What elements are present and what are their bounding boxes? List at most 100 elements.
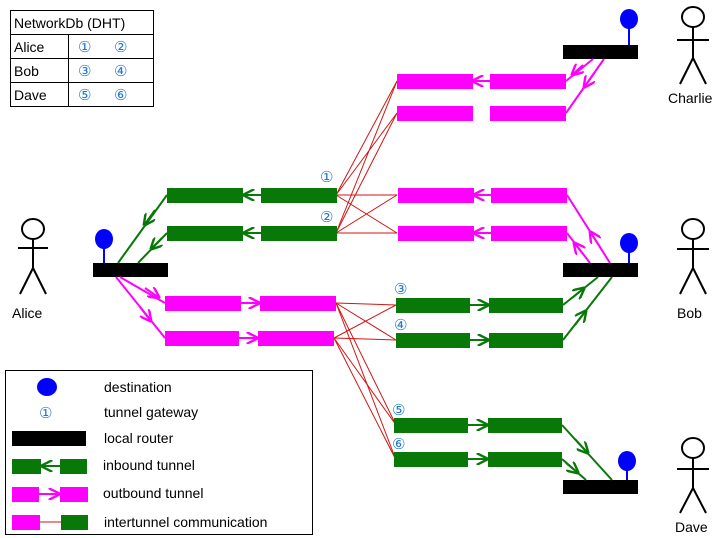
netdb-row-gateway: ⑤ <box>78 87 91 104</box>
outbound-tunnel-link <box>566 194 611 264</box>
outbound-tunnel-hop <box>397 106 473 121</box>
outbound-tunnel-hop <box>491 188 567 203</box>
dave-inbound-tunnels <box>394 418 613 481</box>
bob-inbound-tunnels <box>396 276 613 348</box>
netdb-row-gateway: ⑥ <box>114 87 127 104</box>
intertunnel-link <box>335 302 397 426</box>
legend-gateway-label: tunnel gateway <box>104 404 198 420</box>
destination-icon <box>37 378 57 396</box>
gateway-label: ⑤ <box>392 402 405 419</box>
netdb-row-gateway: ② <box>114 39 127 56</box>
person-leg <box>692 267 707 295</box>
destination-icon <box>620 9 638 29</box>
inbound-tunnel-arrow <box>152 238 162 248</box>
outbound-tunnel-hop <box>165 296 241 311</box>
outbound-tunnel-link <box>565 58 594 82</box>
bob-outbound-tunnels <box>398 188 611 264</box>
destination-icon <box>95 229 113 249</box>
outbound-tunnel-arrow <box>139 306 150 320</box>
person-leg <box>679 267 694 295</box>
person-leg <box>692 57 707 85</box>
person-head <box>21 218 45 240</box>
netdb-row-gateway: ③ <box>78 63 91 80</box>
inbound-tunnel-hop <box>489 333 563 348</box>
person-leg <box>19 267 34 295</box>
legend: destination ① tunnel gateway local route… <box>5 370 313 535</box>
inbound-tunnel-hop <box>261 188 337 203</box>
inbound-tunnel-link <box>117 194 168 264</box>
person-leg <box>692 487 707 514</box>
outbound-tunnel-arrow <box>573 65 583 74</box>
outbound-tunnel-hop <box>398 226 474 241</box>
person-head <box>681 6 705 28</box>
outbound-tunnel-hop <box>165 331 239 346</box>
destination-icon <box>620 233 638 253</box>
inbound-tunnel-hop <box>167 188 243 203</box>
intertunnel-link <box>335 80 398 234</box>
bob-figure <box>677 218 709 295</box>
legend-inbound-label: inbound tunnel <box>103 457 195 473</box>
person-head <box>681 437 705 459</box>
gateway-label: ② <box>320 209 333 226</box>
outbound-tunnel-hop <box>490 74 566 89</box>
intertunnel-outbound-icon <box>12 515 40 530</box>
person-leg <box>679 487 694 514</box>
alice-label: Alice <box>12 305 43 321</box>
local-router <box>93 263 168 277</box>
outbound-tunnel-hop <box>258 331 334 346</box>
dave-label: Dave <box>675 519 708 535</box>
inbound-tunnel-hop <box>167 226 243 241</box>
local-router <box>563 45 638 59</box>
bob-node <box>563 233 638 277</box>
inbound-tunnel-hop <box>396 298 470 313</box>
intertunnel-inbound-icon <box>61 515 88 530</box>
inbound-tunnel-link <box>561 424 613 481</box>
inbound-tunnel-arrow <box>571 289 583 298</box>
alice-inbound-tunnels <box>117 188 337 264</box>
person-leg <box>679 57 694 85</box>
legend-outbound-label: outbound tunnel <box>103 485 203 501</box>
gateway-label: ① <box>320 169 333 186</box>
inbound-tunnel-arrow <box>145 209 156 224</box>
dave-node <box>563 451 638 494</box>
netdb-table: NetworkDb (DHT) Alice ① ② Bob ③ ④ Dave ⑤… <box>10 10 154 107</box>
alice-outbound-tunnels <box>115 276 336 346</box>
intertunnel-link <box>333 337 397 426</box>
inbound-tunnel-arrow <box>574 312 585 326</box>
outbound-tunnel-hop <box>260 296 336 311</box>
outbound-tunnel-arrow <box>585 71 596 86</box>
intertunnel-links <box>333 80 398 461</box>
intertunnel-link <box>333 337 397 341</box>
gateway-label: ⑥ <box>392 436 405 453</box>
inbound-tunnel-hop <box>396 333 470 348</box>
alice-figure <box>18 218 48 295</box>
intertunnel-link <box>335 302 397 461</box>
inbound-tunnel-icon <box>60 459 87 474</box>
outbound-tunnel-hop <box>398 188 474 203</box>
outbound-tunnel-arrow <box>591 233 600 248</box>
outbound-tunnel-arrow <box>144 288 158 297</box>
outbound-tunnel-hop <box>490 106 566 121</box>
gateway-label: ④ <box>394 317 407 334</box>
inbound-tunnel-icon <box>12 459 41 474</box>
intertunnel-link <box>335 80 398 196</box>
intertunnel-link <box>335 112 398 196</box>
charlie-label: Charlie <box>668 90 713 106</box>
netdb-row-gateway: ① <box>78 39 91 56</box>
outbound-tunnel-hop <box>491 226 567 241</box>
intertunnel-link <box>333 304 397 339</box>
inbound-tunnel-hop <box>488 452 562 467</box>
charlie-outbound-tunnels <box>397 58 605 121</box>
netdb-row-name: Bob <box>14 63 39 79</box>
alice-node <box>93 229 168 277</box>
intertunnel-link <box>335 112 398 234</box>
legend-intertunnel-label: intertunnel communication <box>104 514 267 530</box>
netdb-title: NetworkDb (DHT) <box>14 15 125 31</box>
outbound-tunnel-arrow <box>575 244 583 254</box>
tunnel-gateway-icon: ① <box>39 405 52 422</box>
intertunnel-link <box>335 302 397 306</box>
inbound-tunnel-hop <box>394 452 468 467</box>
intertunnel-link <box>335 194 398 234</box>
person-head <box>681 218 705 240</box>
